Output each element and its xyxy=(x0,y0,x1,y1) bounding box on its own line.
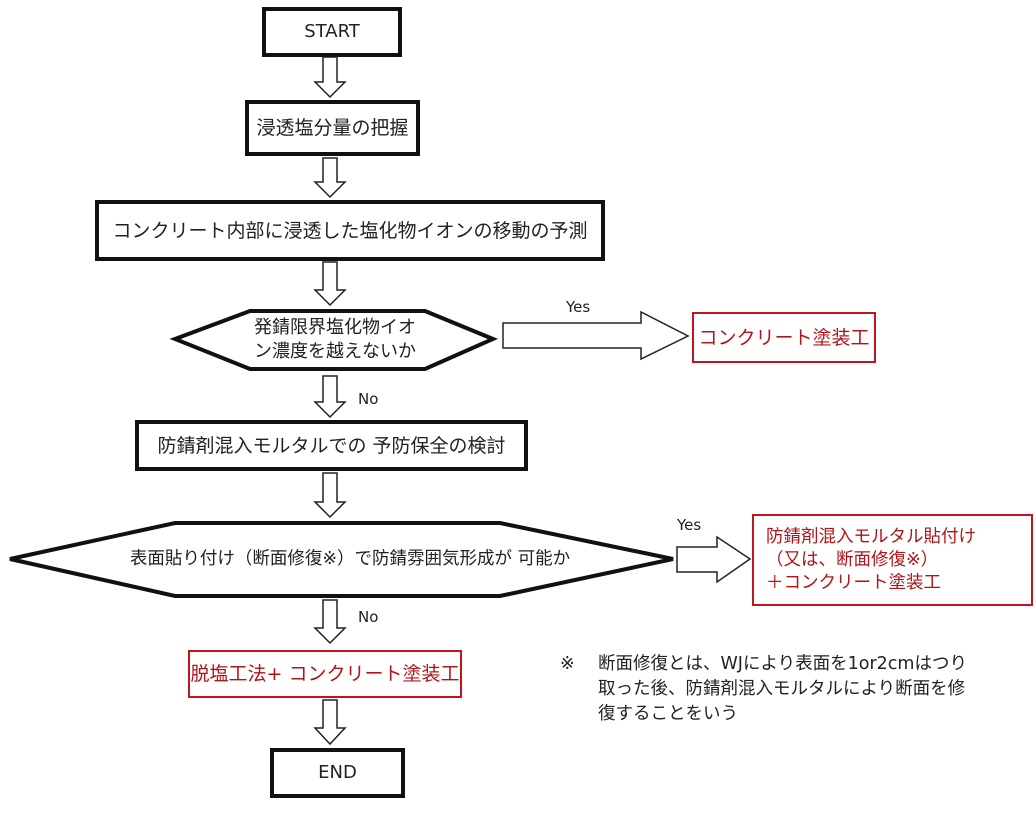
result-mortar-patching: 防錆剤混入モルタル貼付け （又は、断面修復※） ＋コンクリート塗装工 xyxy=(752,514,1033,606)
arrow-step3-to-decision2 xyxy=(313,472,347,519)
decision2-shape xyxy=(9,521,674,598)
decision1-no-label: No xyxy=(358,390,379,408)
result-desalination: 脱塩工法+ コンクリート塗装工 xyxy=(188,650,462,698)
end-label: END xyxy=(318,762,357,783)
result-concrete-coating: コンクリート塗装工 xyxy=(692,312,876,363)
arrow-decision1-no xyxy=(313,375,347,419)
step-chloride-prediction: コンクリート内部に浸透した塩化物イオンの移動の予測 xyxy=(95,200,605,261)
footnote: ※ 断面修復とは、WJにより表面を1or2cmはつり 取った後、防錆剤混入モルタ… xyxy=(560,652,1030,727)
step-preventive-maintenance-label: 防錆剤混入モルタルでの 予防保全の検討 xyxy=(157,434,506,457)
step-salt-content: 浸透塩分量の把握 xyxy=(245,100,420,156)
decision1-label: 発錆限界塩化物イオ ン濃度を越えないか xyxy=(254,317,416,362)
step-preventive-maintenance: 防錆剤混入モルタルでの 予防保全の検討 xyxy=(135,420,528,471)
end-node: END xyxy=(270,748,405,798)
footnote-text: 断面修復とは、WJにより表面を1or2cmはつり 取った後、防錆剤混入モルタルに… xyxy=(598,654,967,724)
arrow-decision1-yes xyxy=(502,310,690,361)
result-desalination-label: 脱塩工法+ コンクリート塗装工 xyxy=(190,663,460,685)
decision2-label: 表面貼り付け（断面修復※）で防錆雰囲気形成が 可能か xyxy=(129,549,571,569)
arrow-decision2-no xyxy=(313,599,347,645)
arrow-decision2-yes xyxy=(676,535,752,584)
footnote-mark: ※ xyxy=(560,654,575,674)
result-mortar-patching-label: 防錆剤混入モルタル貼付け （又は、断面修復※） ＋コンクリート塗装工 xyxy=(766,526,976,593)
decision1-yes-label: Yes xyxy=(566,298,591,316)
start-label: START xyxy=(304,21,360,42)
arrow-step2-to-decision1 xyxy=(313,261,347,307)
decision1-shape xyxy=(169,309,499,371)
arrow-step1-to-step2 xyxy=(313,157,347,199)
arrow-to-end xyxy=(313,699,347,746)
step-chloride-prediction-label: コンクリート内部に浸透した塩化物イオンの移動の予測 xyxy=(112,219,588,242)
decision2-yes-label: Yes xyxy=(677,516,702,534)
result-concrete-coating-label: コンクリート塗装工 xyxy=(698,326,870,349)
decision2-no-label: No xyxy=(358,608,379,626)
start-node: START xyxy=(262,7,402,57)
arrow-start-to-step1 xyxy=(313,56,347,99)
step-salt-content-label: 浸透塩分量の把握 xyxy=(256,117,409,139)
